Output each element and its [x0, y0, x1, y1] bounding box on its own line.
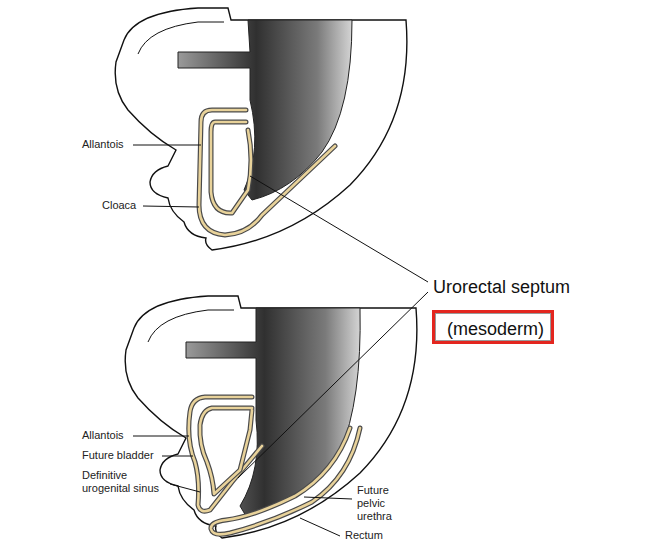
structure-title: Urorectal septum [433, 276, 570, 298]
leader-lines [133, 145, 428, 536]
body-outline [115, 8, 407, 250]
body-wall [138, 22, 224, 54]
leader-line [133, 436, 189, 437]
body-wall [148, 310, 234, 342]
leader-line [133, 145, 201, 146]
part-label: Future pelvic urethra [357, 484, 412, 523]
leader-line [304, 497, 352, 499]
leader-line [300, 518, 340, 536]
leader-line [162, 456, 193, 457]
part-label: Allantois [82, 429, 124, 442]
leader-line [250, 176, 428, 282]
leader-line [170, 484, 200, 492]
embryo-top [115, 8, 407, 250]
endoderm-lining [189, 397, 360, 534]
leader-line [143, 206, 199, 207]
endoderm-lining [199, 110, 335, 235]
highlight-box: (mesoderm) [432, 310, 554, 344]
part-label: Allantois [82, 138, 124, 151]
body-outline [125, 296, 417, 538]
embryo-bottom [125, 296, 417, 538]
part-label: Cloaca [102, 199, 136, 212]
part-label: Future bladder [82, 449, 154, 462]
part-label: Definitive urogenital sinus [82, 469, 170, 495]
part-label: Rectum [345, 529, 383, 542]
leader-line [238, 292, 428, 478]
node-text: (mesoderm) [447, 318, 544, 340]
